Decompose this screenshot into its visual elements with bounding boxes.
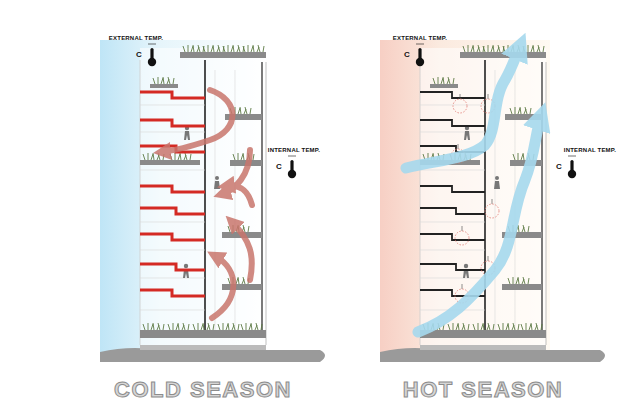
temperature-label: EXTERNAL TEMP. [109, 35, 163, 42]
season-title: HOT SEASON [403, 378, 563, 402]
temperature-label: INTERNAL TEMP. [268, 147, 320, 154]
unit-label: C [556, 163, 562, 172]
temperature-label: EXTERNAL TEMP. [393, 35, 447, 42]
unit-label: C [276, 163, 282, 172]
unit-label: C [404, 51, 410, 60]
season-title: COLD SEASON [114, 378, 292, 402]
temperature-label: INTERNAL TEMP. [564, 147, 616, 154]
unit-label: C [136, 51, 142, 60]
